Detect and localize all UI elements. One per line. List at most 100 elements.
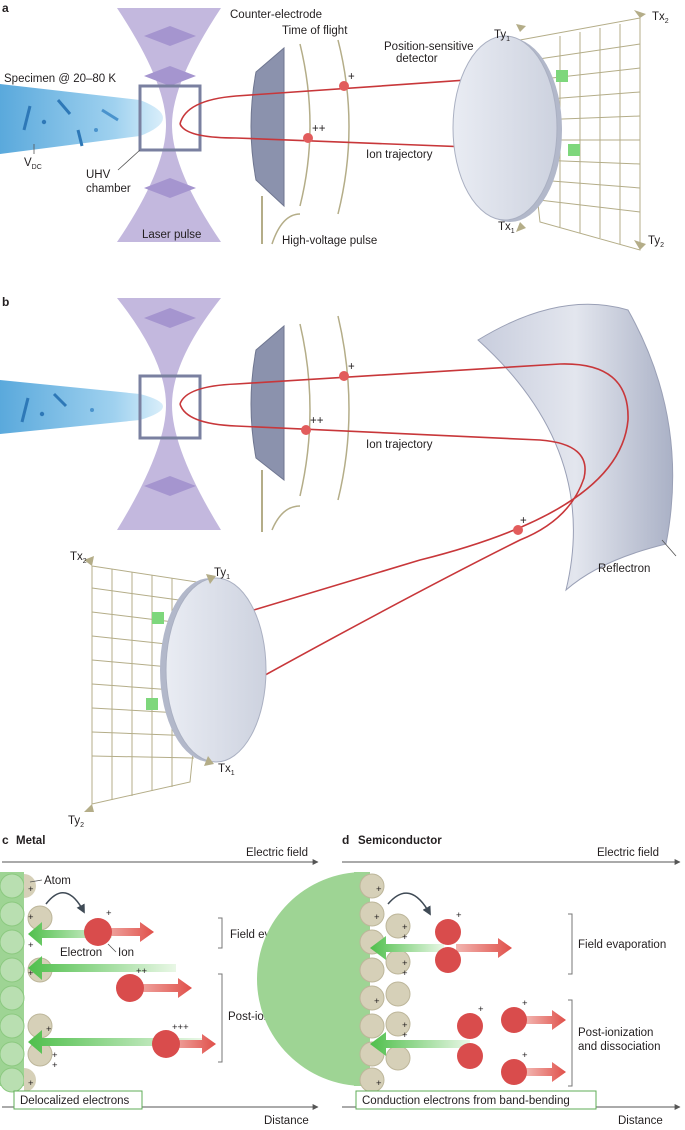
specimen-feature <box>39 411 45 417</box>
ion-arrow <box>526 1062 566 1082</box>
ion-label: Ion <box>118 947 134 959</box>
delocalized-electrons-label: Delocalized electrons <box>20 1095 130 1107</box>
ion-arrow <box>130 978 192 998</box>
detector-hit <box>146 698 158 710</box>
panel-c-title: Metal <box>16 835 45 847</box>
panel-a: a + ++ <box>0 1 669 251</box>
svg-text:+: + <box>402 958 408 969</box>
ion-trajectory-label: Ion trajectory <box>366 149 433 161</box>
svg-text:+: + <box>28 912 34 923</box>
surface-charges: + + + + + + + + <box>28 884 58 1089</box>
ion-evaporated <box>84 918 112 946</box>
post-ionization-label-line1: Post-ionization <box>578 1027 653 1039</box>
laser-pulse-beam <box>117 8 221 242</box>
specimen-feature <box>94 128 98 132</box>
ion-single <box>339 371 349 381</box>
ion-molecular-bottom <box>435 947 461 973</box>
evaporation-curve-arrow <box>387 892 431 916</box>
surface-atoms <box>257 872 411 1093</box>
tx2-label: Tx2 <box>70 551 87 565</box>
high-voltage-label: High-voltage pulse <box>282 235 377 247</box>
vdc-label: VDC <box>24 157 42 171</box>
laser-wave-mark <box>144 178 196 198</box>
ion-charge: + <box>456 910 462 921</box>
ion-molecular-top <box>435 919 461 945</box>
ty2-label: Ty2 <box>68 815 84 829</box>
svg-text:+: + <box>402 922 408 933</box>
specimen-feature <box>101 108 119 122</box>
psd-label-line2: detector <box>396 53 438 65</box>
panel-d-letter: d <box>342 833 349 847</box>
ty1-label: Ty1 <box>214 567 230 581</box>
specimen-feature <box>90 408 94 412</box>
counter-electrode-label: Counter-electrode <box>230 9 322 21</box>
ion-returning <box>513 525 523 535</box>
ty2-label: Ty2 <box>648 235 664 249</box>
reflectron-leader <box>661 539 677 557</box>
svg-text:+: + <box>28 884 34 895</box>
ion-trajectory-double <box>179 403 586 701</box>
ion-double <box>116 974 144 1002</box>
ion-double <box>303 133 313 143</box>
uhv-label-line1: UHV <box>86 169 111 181</box>
ion-arrow <box>526 1010 566 1030</box>
tx1-label: Tx1 <box>498 221 515 235</box>
uhv-leader <box>117 149 141 171</box>
electric-field-label: Electric field <box>246 847 308 859</box>
reflectron-label: Reflectron <box>598 563 650 575</box>
ion-arrow <box>100 922 154 942</box>
ion-dissociating-bottom <box>457 1043 483 1069</box>
svg-text:+: + <box>376 1078 382 1089</box>
svg-text:+: + <box>28 1078 34 1089</box>
svg-text:+: + <box>374 912 380 923</box>
ion-trajectory-single <box>179 71 527 125</box>
evaporation-curve-arrow <box>45 892 85 914</box>
svg-text:+: + <box>402 968 408 979</box>
ion-charge: + <box>478 1004 484 1015</box>
panel-b-letter: b <box>2 295 9 309</box>
svg-text:+: + <box>46 1024 52 1035</box>
panel-c-letter: c <box>2 833 9 847</box>
ion-dissociating-top <box>457 1013 483 1039</box>
ty1-terminal <box>516 24 526 32</box>
distance-label: Distance <box>264 1115 309 1127</box>
ion-trajectory-double <box>179 123 547 156</box>
tx2-label: Tx2 <box>652 11 669 25</box>
uhv-chamber-box <box>138 374 202 440</box>
tx2-terminal <box>634 10 646 18</box>
conduction-electrons-box <box>355 1090 597 1110</box>
ion-fragment <box>501 1059 527 1085</box>
laser-wave-mark <box>144 308 196 328</box>
panel-c: c Metal Electric field Distance + <box>0 833 319 1127</box>
position-sensitive-detector <box>165 577 267 763</box>
charge-double-label: ++ <box>312 123 326 135</box>
ion-charge: + <box>522 1050 528 1061</box>
post-ionization-label-line2: and dissociation <box>578 1041 660 1053</box>
svg-text:+: + <box>52 1060 58 1071</box>
time-of-flight-arc <box>337 39 350 215</box>
electron-arrow <box>370 936 444 960</box>
tx1-terminal <box>204 756 214 766</box>
time-of-flight-arc <box>337 315 350 501</box>
time-of-flight-arc <box>299 43 311 207</box>
charge-single-label: + <box>348 71 355 83</box>
detector-hit <box>556 70 568 82</box>
laser-wave-mark <box>144 66 196 86</box>
electron-arrow <box>28 922 112 946</box>
ion-double <box>301 425 311 435</box>
ion-charge-single: + <box>106 908 112 919</box>
detector-hit <box>152 612 164 624</box>
specimen-feature <box>20 397 30 423</box>
field-evaporation-label: Field evaporation <box>578 939 666 951</box>
ion-trajectory-single <box>179 363 629 625</box>
panel-a-letter: a <box>2 1 9 15</box>
svg-text:+: + <box>402 1030 408 1041</box>
svg-text:+: + <box>28 968 34 979</box>
field-evaporation-bracket <box>218 917 223 949</box>
position-sensitive-detector <box>452 35 558 221</box>
ion-charge: + <box>522 998 528 1009</box>
svg-text:+: + <box>28 940 34 951</box>
uhv-label-line2: chamber <box>86 183 131 195</box>
ion-single <box>339 81 349 91</box>
ty2-terminal <box>84 804 94 812</box>
